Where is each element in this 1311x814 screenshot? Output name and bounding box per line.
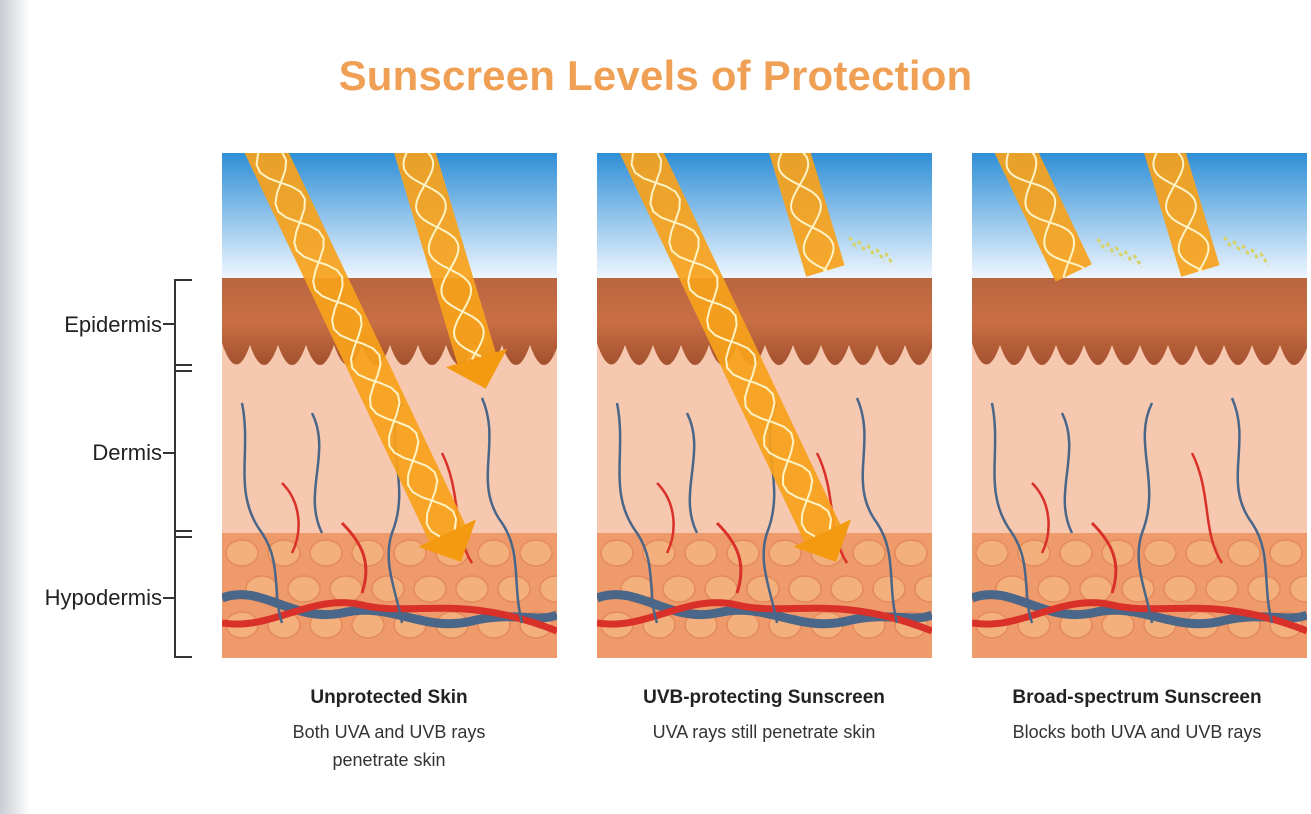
caption-subtitle: UVA rays still penetrate skin: [584, 718, 944, 746]
skin-diagram: [597, 153, 932, 658]
caption-subtitle: Blocks both UVA and UVB rays: [957, 718, 1311, 746]
diagram-title: Sunscreen Levels of Protection: [0, 52, 1311, 100]
skin-diagram: [972, 153, 1307, 658]
caption-title: UVB-protecting Sunscreen: [584, 684, 944, 712]
caption-subtitle: Both UVA and UVB rays penetrate skin: [254, 718, 524, 774]
panel-unprotected-skin: [222, 153, 557, 658]
panel-broad-spectrum-sunscreen: [972, 153, 1307, 658]
caption-broad-spectrum: Broad-spectrum Sunscreen Blocks both UVA…: [957, 684, 1311, 746]
left-edge-shade: [0, 0, 30, 814]
caption-title: Unprotected Skin: [209, 684, 569, 712]
caption-title: Broad-spectrum Sunscreen: [957, 684, 1311, 712]
caption-unprotected: Unprotected Skin Both UVA and UVB rays p…: [209, 684, 569, 774]
hypodermis-label: Hypodermis: [2, 585, 162, 611]
dermis-label: Dermis: [2, 440, 162, 466]
panel-uvb-sunscreen: [597, 153, 932, 658]
skin-diagram: [222, 153, 557, 658]
caption-uvb-protecting: UVB-protecting Sunscreen UVA rays still …: [584, 684, 944, 746]
epidermis-label: Epidermis: [2, 312, 162, 338]
